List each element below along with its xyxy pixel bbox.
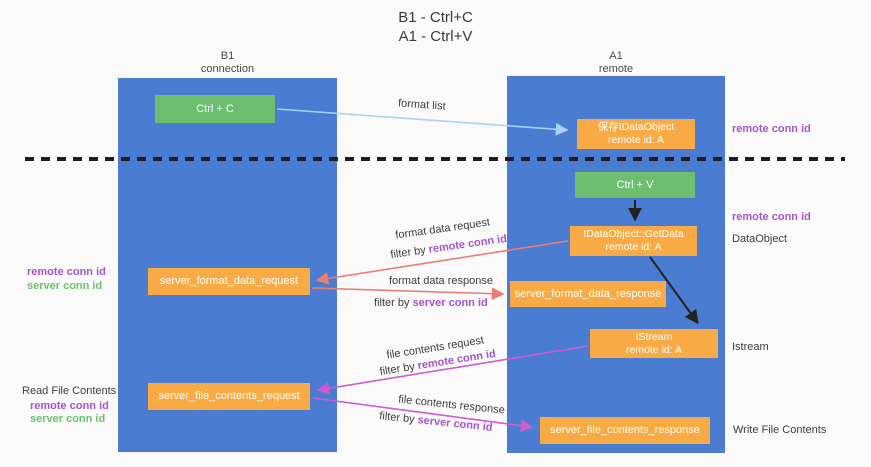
lane-b1-title: B1 [220,50,235,62]
node-server-file-contents-response: server_file_contents_response [540,417,710,444]
title-line-2: A1 - Ctrl+V [398,28,473,45]
node-ctrl-c-label: Ctrl + C [196,102,234,115]
node-ctrl-v-label: Ctrl + V [616,178,654,191]
filter-value-remote-conn-id: remote conn id [427,232,508,256]
filter-value-server-conn-id: server conn id [417,414,494,434]
node-server-format-data-response-label: server_format_data_response [514,287,662,300]
label-right-remote-conn-id-top: remote conn id [732,123,811,135]
format-data-response-arrow [311,287,505,301]
node-ctrl-c: Ctrl + C [155,95,275,123]
dashed-separator-line [25,157,845,161]
label-format-list: format list [397,97,447,113]
label-format-data-response: format data response [389,275,493,287]
label-left-server-conn-id-top: server conn id [27,280,103,292]
node-istream-line2: remote id: A [625,343,683,356]
node-getdata-line2: remote id: A [605,241,662,253]
diagram-title: B1 - Ctrl+C A1 - Ctrl+V [0,8,871,46]
node-istream: IStream remote id: A [590,329,718,358]
node-idataobject-getdata: IDataObject::GetData remote id: A [570,226,697,256]
node-getdata-line1: IDataObject::GetData [583,228,684,240]
label-right-remote-conn-id-mid: remote conn id [732,211,811,223]
lane-header-b1: B1 connection [118,50,337,76]
label-read-file-contents: Read File Contents [22,385,117,397]
node-save-idataobject-line1: 保存IDataObject [597,121,675,133]
label-filter-format-response: filter by server conn id [374,297,488,309]
label-write-file-contents: Write File Contents [733,424,827,436]
lane-a1-title: A1 [609,50,623,62]
label-left-server-conn-id-bottom: server conn id [30,413,106,425]
label-istream: Istream [732,341,769,353]
title-line-1: B1 - Ctrl+C [398,9,473,26]
node-server-format-data-response: server_format_data_response [510,281,666,307]
node-save-idataobject-line2: remote id: A [607,134,665,146]
lane-a1-subtitle: remote [598,63,634,75]
filter-value-server-conn-id: server conn id [412,297,488,309]
node-server-file-contents-response-label: server_file_contents_response [550,424,700,436]
filter-prefix: filter by [378,360,416,379]
node-server-format-data-request: server_format_data_request [148,268,310,295]
filter-prefix: filter by [378,410,416,426]
filter-prefix: filter by [389,244,427,262]
filter-prefix: filter by [374,297,410,309]
node-server-file-contents-request: server_file_contents_request [148,383,310,410]
label-dataobject: DataObject [732,233,788,245]
label-left-remote-conn-id-bottom: remote conn id [30,400,109,412]
lane-b1-subtitle: connection [200,63,255,75]
label-left-remote-conn-id-top: remote conn id [27,266,106,278]
lane-header-a1: A1 remote [507,50,725,76]
node-ctrl-v: Ctrl + V [575,172,695,198]
node-save-idataobject: 保存IDataObject remote id: A [577,119,695,149]
node-server-format-data-request-label: server_format_data_request [159,275,299,287]
node-istream-line1: IStream [635,330,673,343]
node-server-file-contents-request-label: server_file_contents_request [158,390,300,402]
